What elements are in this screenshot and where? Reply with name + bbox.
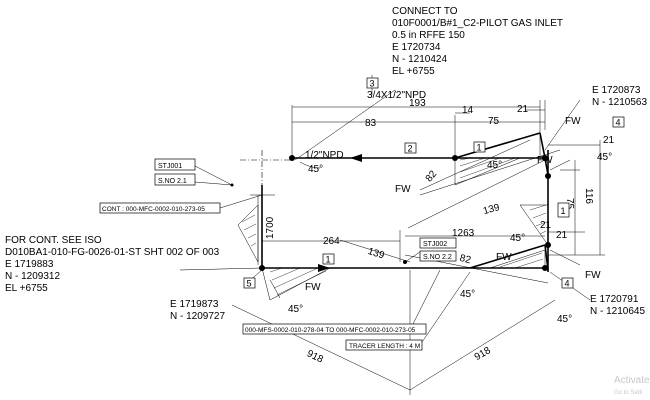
fw-label: FW: [305, 282, 321, 293]
dim-21: 21: [603, 135, 615, 146]
marker-1: 1: [561, 206, 566, 216]
angle-label: 45°: [288, 304, 303, 315]
marker-4: 4: [565, 279, 570, 289]
cont-left-line: N - 1209312: [5, 271, 60, 282]
tag-sno21: S.NO 2.1: [158, 178, 187, 185]
fw-label: FW: [565, 116, 581, 127]
marker-1: 1: [326, 255, 331, 265]
fw-label: FW: [496, 252, 512, 263]
angle-arc: [299, 161, 321, 169]
coord-br-n: N - 1210645: [590, 306, 645, 317]
dim-139: 139: [482, 202, 501, 217]
tag-leaders: [179, 99, 591, 346]
tag-box: [345, 339, 423, 351]
tag-box: [419, 250, 457, 262]
connect-line: CONNECT TO: [392, 6, 458, 17]
tag-box: [419, 237, 457, 249]
dim-1700: 1700: [265, 216, 276, 239]
dim-83: 83: [365, 118, 377, 129]
fw-label: FW: [585, 270, 601, 281]
marker-box: [557, 202, 570, 218]
hatch-areas: [237, 157, 549, 301]
coord-bl-n: N - 1209727: [170, 311, 225, 322]
cont-left-line: EL +6755: [5, 283, 48, 294]
fw-label: FW: [537, 155, 553, 166]
tag-stj002: STJ002: [423, 241, 447, 248]
cont-left-line: FOR CONT. SEE ISO: [5, 235, 102, 246]
angle-label: 45°: [460, 289, 475, 300]
weld-points: [230, 155, 551, 271]
watermark-line: Activate: [614, 375, 650, 386]
dim-139: 139: [366, 246, 386, 262]
dim-918: 918: [473, 345, 493, 363]
angle-label: 45°: [557, 314, 572, 325]
connect-line: N - 1210424: [392, 54, 447, 65]
tag-stj001: STJ001: [158, 163, 182, 170]
dim-264: 264: [323, 236, 340, 247]
connection-note: CONNECT TO 010F0001/B#1_C2-PILOT GAS INL…: [392, 6, 563, 77]
coord-bl-e: E 1719873: [170, 299, 219, 310]
dim-21: 21: [540, 220, 552, 231]
tag-sno22: S.NO 2.2: [423, 254, 452, 261]
dim-116: 116: [583, 188, 594, 204]
marker-5: 5: [247, 279, 252, 289]
dim-1263: 1263: [452, 228, 475, 239]
tag-box: [154, 173, 196, 186]
tag-cont-top: CONT : 000-MFC-0002-010-273-05: [102, 206, 205, 213]
angle-label: 45°: [487, 160, 502, 171]
dim-75: 75: [564, 198, 575, 210]
connect-line: EL +6755: [392, 66, 435, 77]
angle-label: 45°: [308, 164, 323, 175]
dim-918: 918: [305, 348, 325, 365]
marker-box: [473, 141, 486, 153]
connect-leader: [294, 89, 396, 161]
connect-line: 010F0001/B#1_C2-PILOT GAS INLET: [392, 18, 563, 29]
dim-21: 21: [517, 104, 529, 115]
tag-box: [99, 202, 221, 214]
marker-box: [404, 142, 417, 154]
flow-arrow: [350, 154, 362, 162]
marker-box: [243, 277, 256, 289]
dim-82: 82: [458, 253, 472, 266]
cont-left-line: E 1719883: [5, 259, 54, 270]
dim-75: 75: [488, 116, 500, 127]
angle-label: 45°: [597, 152, 612, 163]
dim-193: 193: [409, 98, 426, 109]
coord-tr-n: N - 1210563: [592, 97, 647, 108]
marker-box: [366, 77, 379, 89]
tag-cont-bottom: 000-MFS-0002-010-278-04 TO 000-MFC-0002-…: [245, 327, 416, 334]
coord-br-e: E 1720791: [590, 294, 639, 305]
dim-14: 14: [462, 105, 474, 116]
angle-arc: [269, 279, 281, 299]
marker-box: [612, 116, 625, 128]
marker-box: [561, 277, 574, 289]
connect-line: E 1720734: [392, 42, 441, 53]
tag-box: [154, 158, 196, 171]
tag-tracer: TRACER LENGTH : 4 M: [349, 343, 420, 350]
connect-line: 0.5 in RFFE 150: [392, 30, 465, 41]
angle-label: 45°: [510, 233, 525, 244]
cont-left-note: FOR CONT. SEE ISO D010BA1-010-FG-0026-01…: [5, 235, 220, 294]
size-label: 3/4X1/2"NPD: [367, 90, 426, 101]
marker-2: 2: [408, 144, 413, 154]
npd-label: 1/2"NPD: [305, 150, 344, 161]
fw-label: FW: [395, 184, 411, 195]
tag-box: [242, 323, 427, 335]
watermark-line: Go to Setti: [614, 390, 642, 396]
coord-tr-e: E 1720873: [592, 85, 641, 96]
marker-4: 4: [616, 118, 621, 128]
marker-box: [322, 253, 335, 265]
marker-1: 1: [477, 143, 482, 153]
cont-left-line: D010BA1-010-FG-0026-01-ST SHT 002 OF 003: [5, 247, 220, 258]
marker-3: 3: [370, 79, 375, 89]
dim-21: 21: [556, 230, 568, 241]
